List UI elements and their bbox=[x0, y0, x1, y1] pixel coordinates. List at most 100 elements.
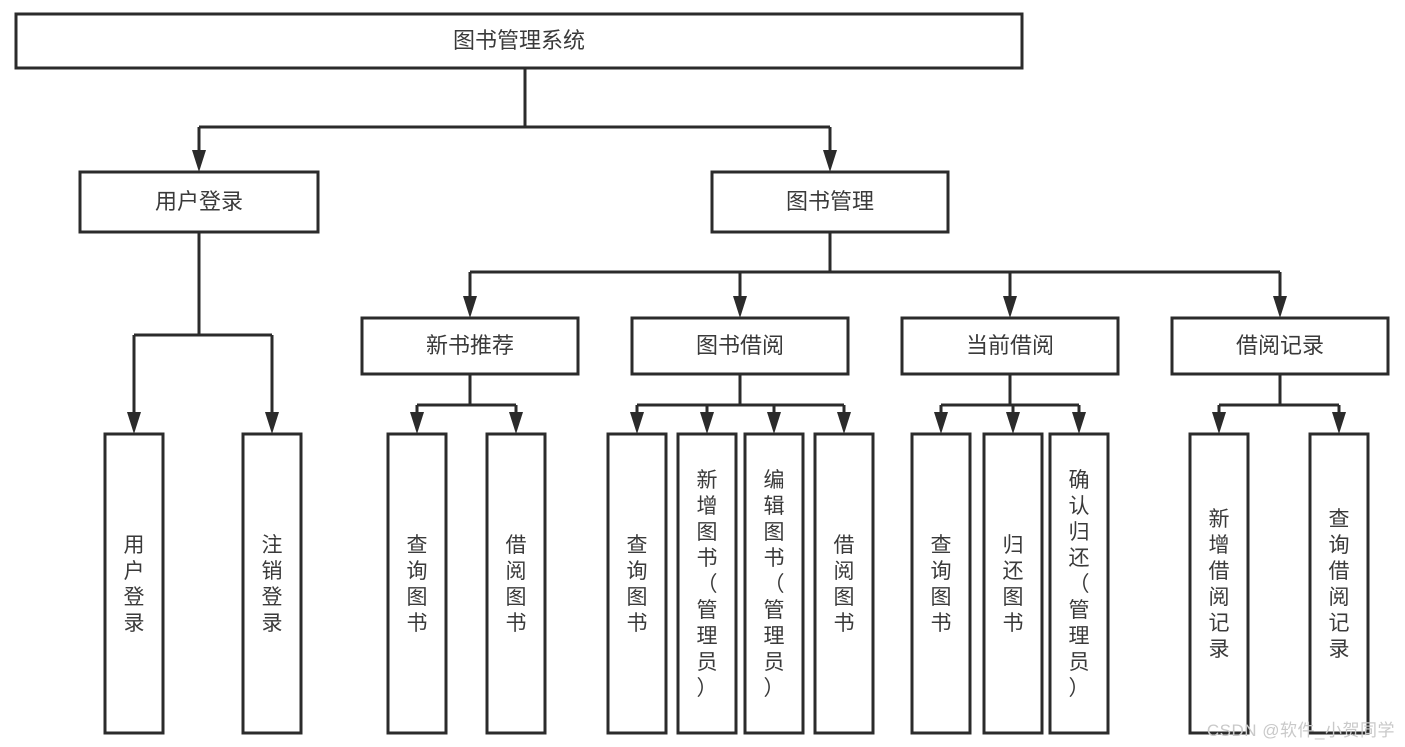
svg-text:借: 借 bbox=[506, 534, 527, 557]
leaf-node-box-leaf-user-logout[interactable] bbox=[241, 432, 303, 735]
branch-arrow bbox=[1003, 296, 1017, 318]
svg-text:增: 增 bbox=[697, 495, 718, 518]
svg-text:理: 理 bbox=[1069, 625, 1090, 648]
leaf-node-box-leaf-borrow-book-1[interactable] bbox=[485, 432, 547, 735]
leaf-node-box-leaf-return-book[interactable] bbox=[982, 432, 1044, 735]
level2-node-box-user-login[interactable] bbox=[78, 170, 320, 234]
svg-text:销: 销 bbox=[262, 560, 283, 583]
svg-text:（: （ bbox=[1069, 573, 1090, 596]
svg-text:注: 注 bbox=[262, 534, 283, 557]
branch-arrow bbox=[1072, 412, 1086, 434]
svg-text:管: 管 bbox=[764, 599, 785, 622]
branch-arrow bbox=[767, 412, 781, 434]
svg-text:登: 登 bbox=[124, 586, 145, 609]
svg-text:确: 确 bbox=[1069, 469, 1090, 492]
svg-text:管: 管 bbox=[1069, 599, 1090, 622]
svg-text:阅: 阅 bbox=[1329, 586, 1350, 609]
branch-arrow bbox=[733, 296, 747, 318]
svg-text:书: 书 bbox=[407, 612, 428, 635]
svg-text:查: 查 bbox=[407, 534, 428, 557]
svg-text:查: 查 bbox=[931, 534, 952, 557]
branch-arrow bbox=[265, 412, 279, 434]
svg-text:员: 员 bbox=[764, 651, 785, 674]
svg-text:录: 录 bbox=[1209, 638, 1230, 661]
svg-text:借: 借 bbox=[1329, 560, 1350, 583]
svg-text:还: 还 bbox=[1069, 547, 1090, 570]
svg-text:）: ） bbox=[697, 677, 718, 700]
level3-node-box-borrow-record[interactable] bbox=[1170, 316, 1390, 376]
leaf-node-box-leaf-query-book-1[interactable] bbox=[386, 432, 448, 735]
root-node-box[interactable] bbox=[14, 12, 1024, 70]
svg-text:书: 书 bbox=[834, 612, 855, 635]
leaf-node-box-leaf-query-record[interactable] bbox=[1308, 432, 1370, 735]
svg-text:还: 还 bbox=[1003, 560, 1024, 583]
branch-arrow bbox=[410, 412, 424, 434]
svg-text:（: （ bbox=[764, 573, 785, 596]
svg-text:登: 登 bbox=[262, 586, 283, 609]
svg-text:阅: 阅 bbox=[834, 560, 855, 583]
svg-text:认: 认 bbox=[1069, 495, 1090, 518]
level3-node-label-new-book-recommend: 新书推荐 bbox=[426, 333, 514, 358]
leaf-node-box-leaf-borrow-book-2[interactable] bbox=[813, 432, 875, 735]
leaf-node-box-leaf-query-book-3[interactable] bbox=[910, 432, 972, 735]
leaf-node-box-leaf-add-record[interactable] bbox=[1188, 432, 1250, 735]
branch-arrow bbox=[934, 412, 948, 434]
level2-node-box-book-manage[interactable] bbox=[710, 170, 950, 234]
branch-arrow bbox=[192, 150, 206, 172]
leaf-node-box-leaf-add-book[interactable] bbox=[676, 432, 738, 735]
svg-text:）: ） bbox=[1069, 677, 1090, 700]
leaf-node-box-leaf-edit-book[interactable] bbox=[743, 432, 805, 735]
svg-text:阅: 阅 bbox=[506, 560, 527, 583]
svg-text:录: 录 bbox=[124, 612, 145, 635]
svg-text:书: 书 bbox=[1003, 612, 1024, 635]
node-layer: 图书管理系统用户登录图书管理新书推荐图书借阅当前借阅借阅记录用户登录注销登录查询… bbox=[14, 12, 1390, 735]
svg-text:管: 管 bbox=[697, 599, 718, 622]
level3-node-box-current-borrow[interactable] bbox=[900, 316, 1120, 376]
svg-text:理: 理 bbox=[764, 625, 785, 648]
svg-text:查: 查 bbox=[1329, 508, 1350, 531]
svg-text:图: 图 bbox=[627, 586, 648, 609]
level3-node-label-current-borrow: 当前借阅 bbox=[966, 333, 1054, 358]
svg-text:员: 员 bbox=[697, 651, 718, 674]
svg-text:书: 书 bbox=[506, 612, 527, 635]
svg-text:编: 编 bbox=[764, 469, 785, 492]
svg-text:询: 询 bbox=[1329, 534, 1350, 557]
svg-text:图: 图 bbox=[931, 586, 952, 609]
branch-arrow bbox=[1006, 412, 1020, 434]
branch-arrow bbox=[509, 412, 523, 434]
svg-text:用: 用 bbox=[124, 534, 145, 557]
level3-node-box-book-borrow[interactable] bbox=[630, 316, 850, 376]
level3-node-box-new-book-recommend[interactable] bbox=[360, 316, 580, 376]
leaf-node-label-leaf-user-login: 用户登录 bbox=[124, 534, 145, 635]
svg-text:（: （ bbox=[697, 573, 718, 596]
svg-text:查: 查 bbox=[627, 534, 648, 557]
svg-text:记: 记 bbox=[1329, 612, 1350, 635]
leaf-node-box-leaf-user-login[interactable] bbox=[103, 432, 165, 735]
svg-text:图: 图 bbox=[506, 586, 527, 609]
branch-arrow bbox=[127, 412, 141, 434]
leaf-node-box-leaf-confirm-return[interactable] bbox=[1048, 432, 1110, 735]
svg-text:归: 归 bbox=[1069, 521, 1090, 544]
svg-text:户: 户 bbox=[124, 560, 145, 583]
branch-arrow bbox=[463, 296, 477, 318]
svg-text:询: 询 bbox=[627, 560, 648, 583]
branch-arrow bbox=[1332, 412, 1346, 434]
svg-text:借: 借 bbox=[834, 534, 855, 557]
svg-text:图: 图 bbox=[1003, 586, 1024, 609]
level3-node-label-borrow-record: 借阅记录 bbox=[1236, 333, 1324, 358]
connector-layer bbox=[127, 68, 1346, 434]
svg-text:阅: 阅 bbox=[1209, 586, 1230, 609]
svg-text:询: 询 bbox=[931, 560, 952, 583]
svg-text:新: 新 bbox=[697, 469, 718, 492]
branch-arrow bbox=[630, 412, 644, 434]
leaf-node-box-leaf-query-book-2[interactable] bbox=[606, 432, 668, 735]
